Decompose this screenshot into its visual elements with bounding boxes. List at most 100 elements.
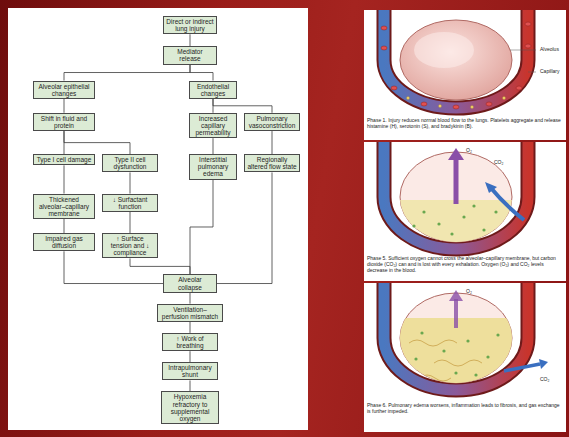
gas-label: CO₂ xyxy=(540,377,549,383)
illustration-shape xyxy=(409,340,457,346)
connector-line xyxy=(190,380,191,391)
box-text: Shift in fluid and protein xyxy=(36,115,92,129)
illustration-shape xyxy=(364,142,566,281)
illustration-shape xyxy=(439,105,442,108)
illustration-shape xyxy=(486,102,492,106)
box-text: Increased capillary permeability xyxy=(192,115,234,136)
illustration-shape xyxy=(420,331,423,334)
gas-label: O₂ xyxy=(466,289,472,295)
process-box: ↓ Surfactant function xyxy=(102,194,158,212)
illustration-shape xyxy=(485,182,497,193)
illustration-shape xyxy=(381,22,531,109)
box-text: ↑ Work of breathing xyxy=(165,335,215,349)
box-text: Regionally altered flow state xyxy=(247,156,297,170)
box-text: Type II cell dysfunction xyxy=(105,156,155,170)
connector-line xyxy=(130,172,131,193)
connector-line xyxy=(190,65,213,81)
box-text: Interstitial pulmonary edema xyxy=(192,156,234,177)
illustration-shape xyxy=(539,359,548,369)
box-text: Ventilation–perfusion mismatch xyxy=(160,306,220,320)
box-text: Type I cell damage xyxy=(36,156,92,163)
connector-line xyxy=(213,99,272,113)
illustration-shape xyxy=(472,204,475,207)
box-text: Mediator release xyxy=(166,48,214,62)
illustration-shape xyxy=(466,339,469,342)
illustration-shape xyxy=(442,349,445,352)
illustration-shape xyxy=(437,222,440,225)
figure-caption: Phase 1. Injury reduces normal blood flo… xyxy=(367,118,563,130)
illustration-shape xyxy=(381,26,387,30)
illustration-shape xyxy=(454,371,457,374)
connector-line xyxy=(130,258,190,274)
connector-line xyxy=(64,131,130,154)
illustration-shape xyxy=(482,228,485,231)
illustration-shape xyxy=(400,200,512,250)
illustration-shape xyxy=(496,333,499,336)
box-text: Thickened alveolar–capillary membrane xyxy=(36,196,92,217)
process-box: Alveolar epithelial changes xyxy=(33,81,95,99)
illustration-shape xyxy=(414,357,417,360)
figure-caption: Phase 5. Sufficient oxygen cannot cross … xyxy=(367,256,563,273)
process-box: Hypoxemia refractory to supplemental oxy… xyxy=(161,391,219,424)
process-box: Intrapulmonary shunt xyxy=(162,362,218,380)
phase-1-figure xyxy=(364,10,566,140)
illustration-shape xyxy=(407,97,506,109)
illustration-shape xyxy=(462,215,465,218)
connector-line xyxy=(190,293,191,304)
illustration-shape xyxy=(407,97,410,100)
connector-line xyxy=(130,212,131,233)
illustration-shape xyxy=(384,10,528,108)
illustration-shape xyxy=(510,50,536,51)
illustration-shape xyxy=(494,210,497,213)
box-text: Pulmonary vasoconstriction xyxy=(247,115,297,129)
process-box: Interstitial pulmonary edema xyxy=(189,154,237,179)
illustration-shape xyxy=(471,106,474,109)
illustration-shape xyxy=(384,283,528,390)
connector-line xyxy=(217,172,272,283)
part-label: Capillary xyxy=(540,69,559,75)
illustration-shape xyxy=(422,210,425,213)
illustration-shape xyxy=(400,20,512,100)
process-box: Type II cell dysfunction xyxy=(102,154,158,172)
connector-line xyxy=(64,65,190,81)
phase-6-figure xyxy=(364,283,566,432)
illustration-shape xyxy=(450,232,453,235)
illustration-shape xyxy=(503,97,506,100)
illustration-shape xyxy=(409,340,482,381)
connector-line xyxy=(213,138,214,154)
illustration-shape xyxy=(454,158,459,204)
illustration-shape xyxy=(412,204,497,235)
connector-line xyxy=(64,219,65,233)
illustration-shape xyxy=(453,105,459,109)
part-label: Alveolus xyxy=(540,47,559,53)
illustration-shape xyxy=(381,46,387,50)
box-text: Impaired gas diffusion xyxy=(36,235,92,249)
box-text: Hypoxemia refractory to supplemental oxy… xyxy=(164,393,216,422)
illustration-shape xyxy=(486,355,489,358)
illustration-shape xyxy=(364,10,566,140)
process-box: Increased capillary permeability xyxy=(189,113,237,138)
illustration-shape xyxy=(528,72,536,73)
process-box: Type I cell damage xyxy=(33,154,95,165)
illustration-shape xyxy=(364,283,566,432)
illustration-shape xyxy=(474,373,477,376)
connector-line xyxy=(64,99,65,113)
process-box: Shift in fluid and protein xyxy=(33,113,95,131)
process-box: ↑ Surface tension and ↓ compliance xyxy=(102,233,158,258)
illustration-shape xyxy=(434,360,482,366)
connector-line xyxy=(190,322,191,333)
figure-caption: Phase 6. Pulmonary edema worsens, inflam… xyxy=(367,403,563,415)
illustration-shape xyxy=(414,331,499,376)
illustration-shape xyxy=(516,86,522,90)
illustration-shape xyxy=(454,299,458,328)
illustration-shape xyxy=(525,22,531,26)
process-box: ↑ Work of breathing xyxy=(162,333,218,351)
process-box: Pulmonary vasoconstriction xyxy=(244,113,300,131)
connector-line xyxy=(64,165,65,193)
connector-line xyxy=(190,34,191,46)
box-text: Alveolar collapse xyxy=(166,276,214,290)
process-box: Regionally altered flow state xyxy=(244,154,300,172)
illustration-shape xyxy=(448,148,464,160)
illustration-shape xyxy=(412,224,415,227)
